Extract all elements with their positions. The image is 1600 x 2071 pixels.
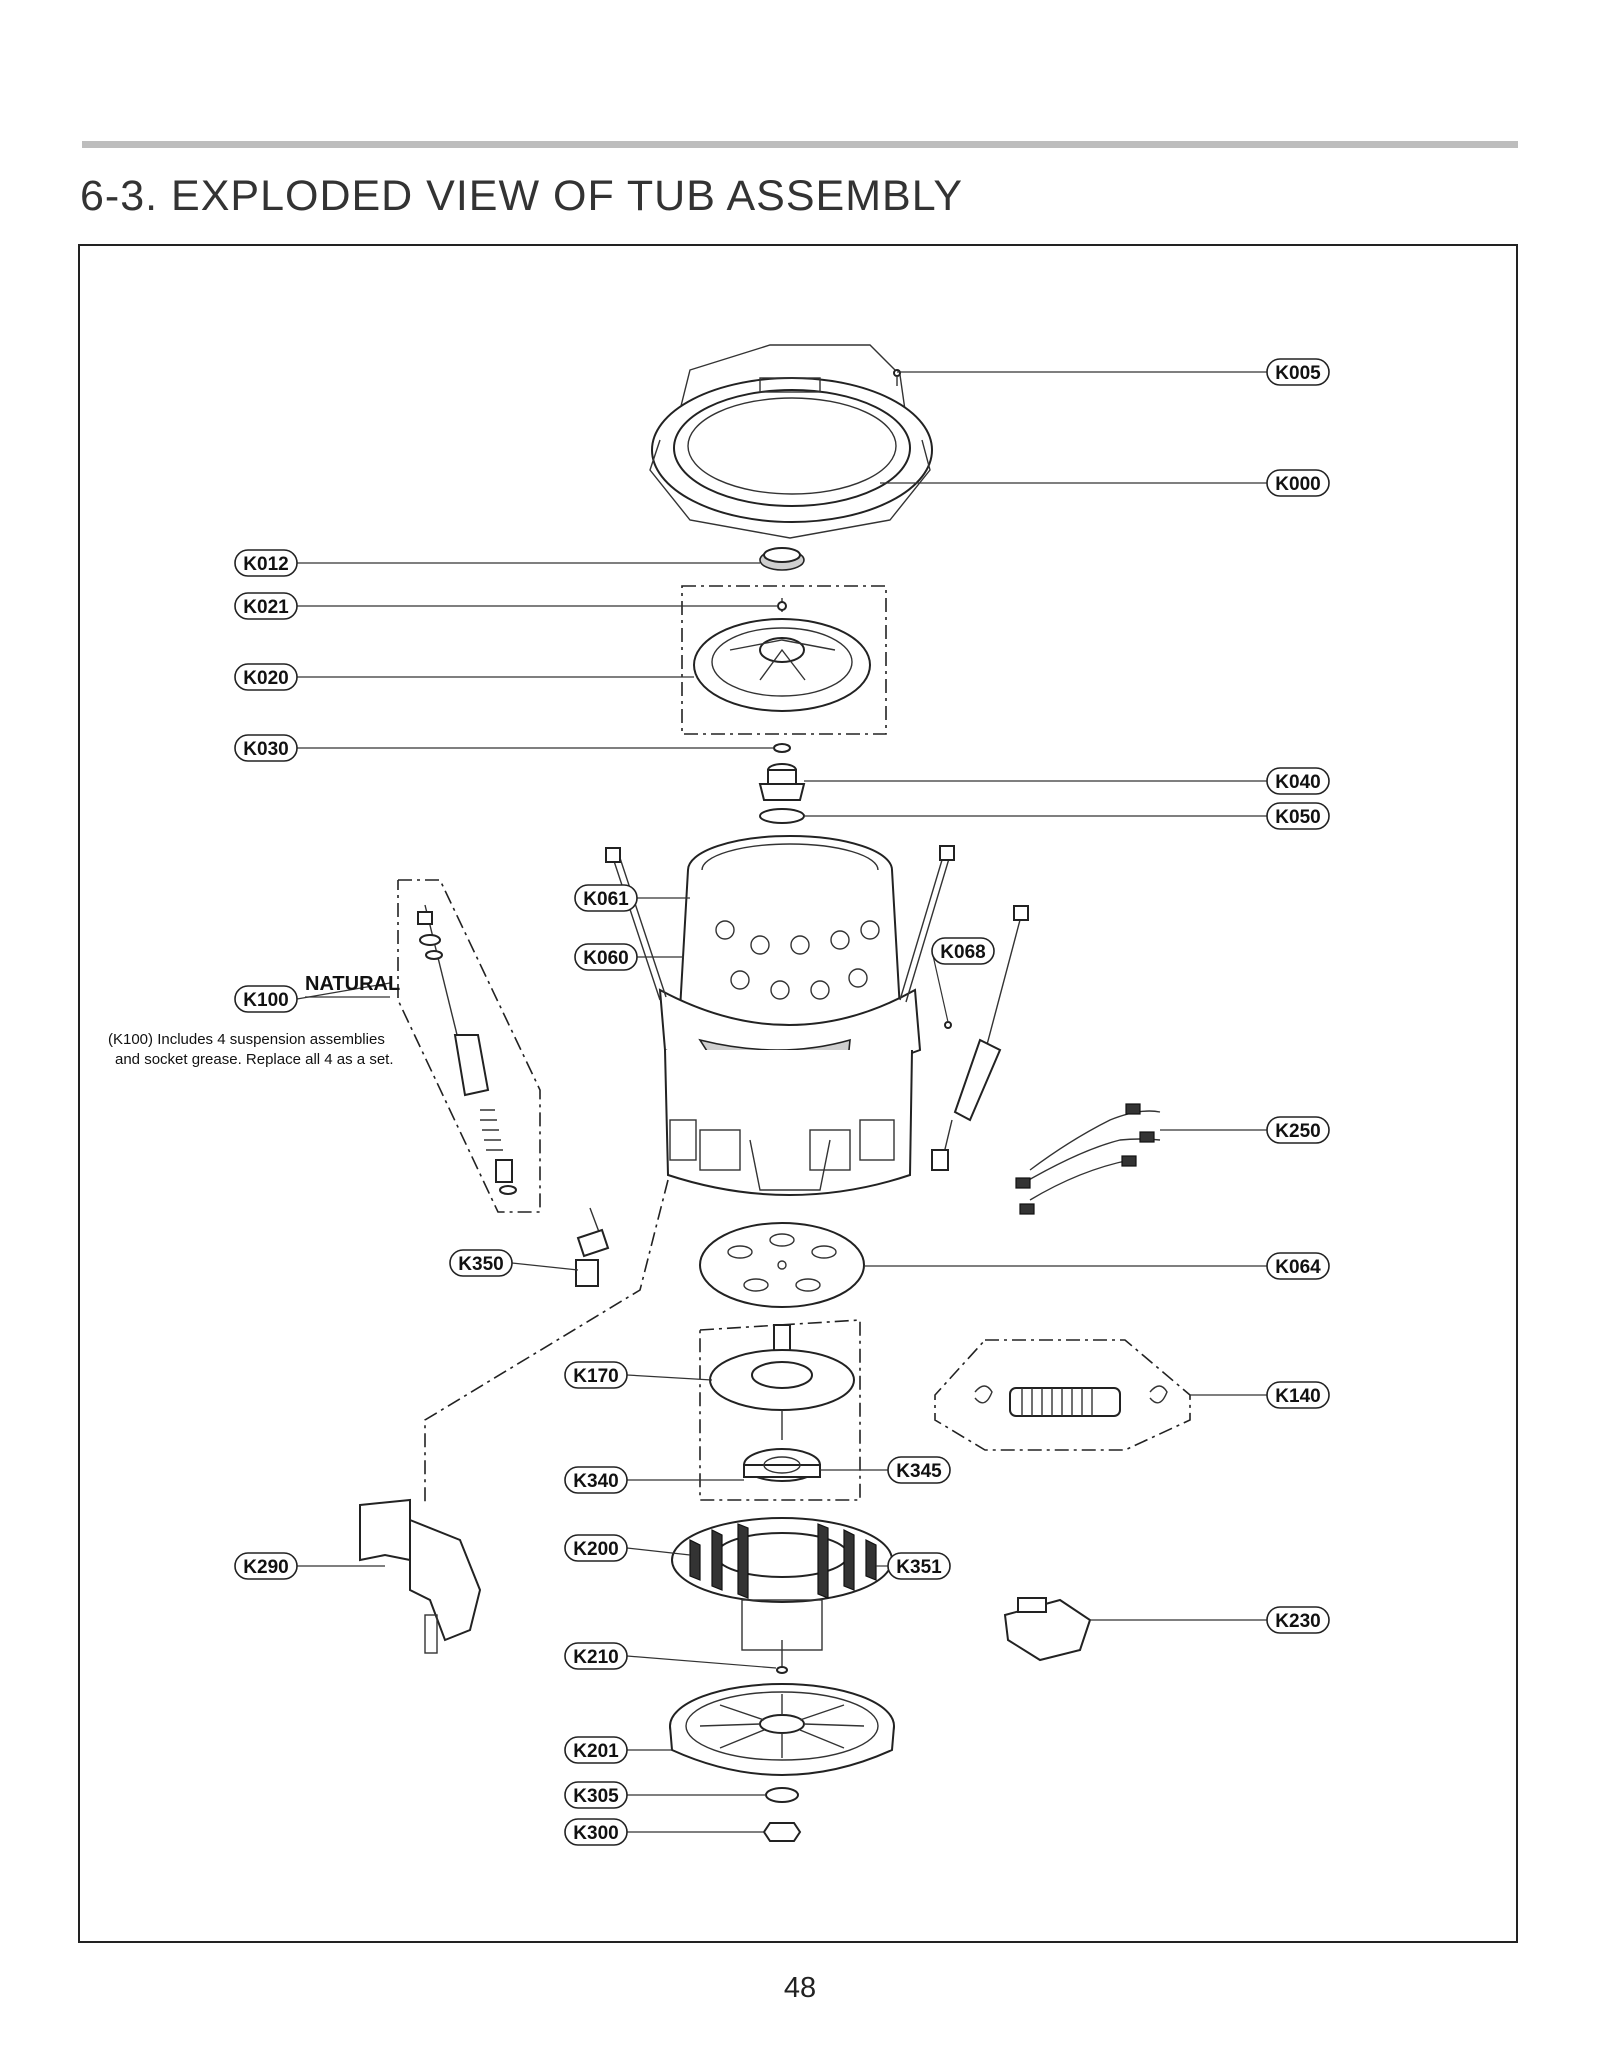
- svg-text:K300: K300: [573, 1823, 618, 1844]
- svg-text:K210: K210: [573, 1647, 618, 1668]
- suspension-rods-installed: [605, 845, 1029, 1171]
- callout-K060: K060: [574, 943, 638, 971]
- rotor-nut: [762, 1822, 802, 1842]
- svg-text:K230: K230: [1275, 1611, 1320, 1632]
- tub-screw: [944, 1021, 952, 1029]
- callout-K030: K030: [234, 734, 298, 762]
- svg-text:K140: K140: [1275, 1386, 1320, 1407]
- svg-text:K061: K061: [583, 889, 629, 910]
- callout-K064: K064: [1266, 1252, 1330, 1280]
- callout-K250: K250: [1266, 1116, 1330, 1144]
- callout-K000: K000: [1266, 469, 1330, 497]
- hub-nut: [758, 763, 806, 801]
- svg-text:K060: K060: [583, 948, 628, 969]
- level-sensor: [575, 1207, 610, 1287]
- svg-text:K250: K250: [1275, 1121, 1320, 1142]
- suspension-assembly: [417, 904, 517, 1195]
- callout-K200: K200: [564, 1534, 628, 1562]
- svg-text:K350: K350: [458, 1254, 503, 1275]
- svg-text:K170: K170: [573, 1366, 618, 1387]
- rotor-washer: [765, 1787, 799, 1803]
- clutch-assembly: [743, 1448, 821, 1482]
- washer: [773, 743, 791, 753]
- callout-K210: K210: [564, 1642, 628, 1670]
- svg-text:K050: K050: [1275, 807, 1320, 828]
- svg-text:K200: K200: [573, 1539, 618, 1560]
- callout-K230: K230: [1266, 1606, 1330, 1634]
- svg-text:K100: K100: [243, 990, 288, 1011]
- drain-pump: [1003, 1597, 1092, 1662]
- callout-K050: K050: [1266, 802, 1330, 830]
- balancer-plate: [699, 1222, 865, 1308]
- diagram-frame: [78, 244, 1518, 1943]
- callout-K061: K061: [574, 884, 638, 912]
- callout-K305: K305: [564, 1781, 628, 1809]
- tub-drum: [658, 835, 922, 1196]
- note-line-2: and socket grease. Replace all 4 as a se…: [115, 1051, 394, 1068]
- top-rule: [82, 141, 1518, 148]
- page-title: 6-3. EXPLODED VIEW OF TUB ASSEMBLY: [80, 172, 964, 220]
- svg-text:K068: K068: [940, 942, 985, 963]
- callout-K012: K012: [234, 549, 298, 577]
- svg-text:K040: K040: [1275, 772, 1320, 793]
- svg-text:K064: K064: [1275, 1257, 1321, 1278]
- callout-K345: K345: [887, 1456, 951, 1484]
- svg-text:K351: K351: [896, 1557, 942, 1578]
- callout-K350: K350: [449, 1249, 513, 1277]
- mounting-bracket: [359, 1498, 482, 1654]
- stator: [671, 1517, 893, 1651]
- callout-K068: K068: [931, 937, 995, 965]
- svg-text:K005: K005: [1275, 363, 1321, 384]
- callout-K351: K351: [887, 1552, 951, 1580]
- pulsator-group-box: [681, 585, 887, 735]
- svg-text:K030: K030: [243, 739, 288, 760]
- gasket: [759, 808, 805, 824]
- callout-K340: K340: [564, 1466, 628, 1494]
- svg-text:K290: K290: [243, 1557, 288, 1578]
- svg-text:K201: K201: [573, 1741, 619, 1762]
- callout-K020: K020: [234, 663, 298, 691]
- callout-K021: K021: [234, 592, 298, 620]
- svg-text:K020: K020: [243, 668, 288, 689]
- svg-text:K345: K345: [896, 1461, 942, 1482]
- pulsator: [693, 598, 871, 712]
- rotor-bolt: [776, 1640, 788, 1674]
- natural-label: NATURAL: [305, 973, 400, 995]
- callout-K100: K100: [234, 985, 298, 1013]
- connector-dash-line: [424, 1179, 669, 1505]
- svg-text:K305: K305: [573, 1786, 619, 1807]
- svg-text:K340: K340: [573, 1471, 618, 1492]
- callout-K300: K300: [564, 1818, 628, 1846]
- wire-harness: [1015, 1103, 1161, 1215]
- page-number: 48: [783, 1972, 817, 2004]
- callout-K140: K140: [1266, 1381, 1330, 1409]
- rotor: [669, 1683, 895, 1776]
- pulsator-cap: [759, 547, 805, 571]
- hose-group-box: [934, 1339, 1191, 1451]
- svg-text:K012: K012: [243, 554, 288, 575]
- svg-text:K000: K000: [1275, 474, 1320, 495]
- callout-K201: K201: [564, 1736, 628, 1764]
- callout-K290: K290: [234, 1552, 298, 1580]
- svg-text:K021: K021: [243, 597, 289, 618]
- bearing-housing: [709, 1324, 855, 1440]
- callout-K170: K170: [564, 1361, 628, 1389]
- leader-lines: [296, 371, 1267, 1833]
- callout-K005: K005: [1266, 358, 1330, 386]
- drain-hose: [974, 1385, 1168, 1417]
- note-line-1: (K100) Includes 4 suspension assemblies: [108, 1031, 385, 1048]
- callout-K040: K040: [1266, 767, 1330, 795]
- tub-cover-ring: [649, 344, 933, 539]
